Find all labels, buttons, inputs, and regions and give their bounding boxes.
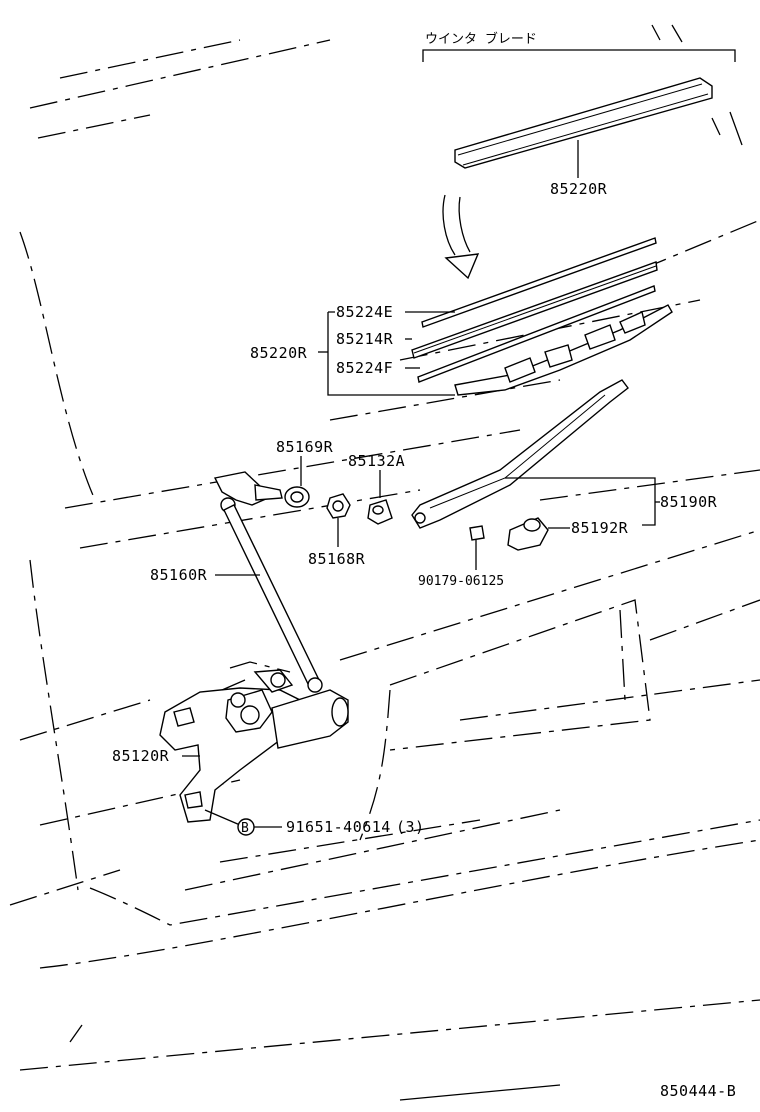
figure-id: 850444-B <box>660 1082 736 1100</box>
label-85160R: 85160R <box>150 566 208 584</box>
label-85190R: 85190R <box>660 493 718 511</box>
motor-85120R: 85120R <box>112 661 349 823</box>
blade-group-bracket: 85224E 85214R 85220R 85224F <box>250 303 455 396</box>
label-85220R-group: 85220R <box>250 344 308 362</box>
link-rod-85160R: 85160R <box>150 471 323 693</box>
label-90179-06125: 90179-06125 <box>418 574 504 589</box>
assembly-arrow <box>442 194 480 280</box>
label-85224F: 85224F <box>336 359 393 377</box>
bolt-marker: B <box>241 821 249 836</box>
clip-90179: 90179-06125 <box>418 525 504 589</box>
arm-cover-85192R: 85192R <box>507 517 629 551</box>
rubber-85224F <box>417 285 656 383</box>
label-91651-40614: 91651-40614 <box>286 818 391 836</box>
nut-85168R: 85168R <box>308 493 366 568</box>
bolt-91651: B 91651-40614 (3) <box>204 809 425 836</box>
wiper-blade-assembly: 85220R <box>454 77 713 198</box>
blade-frame <box>454 304 673 396</box>
label-85224E: 85224E <box>336 303 393 321</box>
cap-85132A: 85132A <box>348 452 405 525</box>
wiper-arm-85190R: 85190R <box>411 379 718 529</box>
blade-caption-bracket <box>422 49 736 62</box>
label-bolt-qty: (3) <box>396 818 425 836</box>
label-85214R: 85214R <box>336 330 394 348</box>
blade-components <box>411 237 673 396</box>
label-85120R: 85120R <box>112 747 170 765</box>
label-85220R-top: 85220R <box>550 180 608 198</box>
blade-caption: ウインタ ブレード <box>425 31 537 47</box>
vehicle-outline <box>9 24 760 1101</box>
label-85168R: 85168R <box>308 550 366 568</box>
label-85132A: 85132A <box>348 452 405 470</box>
label-85169R: 85169R <box>276 438 334 456</box>
blade-caption-group: ウインタ ブレード <box>422 31 736 62</box>
rubber-85224E <box>421 237 657 328</box>
seal-85169R: 85169R <box>276 438 334 508</box>
label-85192R: 85192R <box>571 519 629 537</box>
